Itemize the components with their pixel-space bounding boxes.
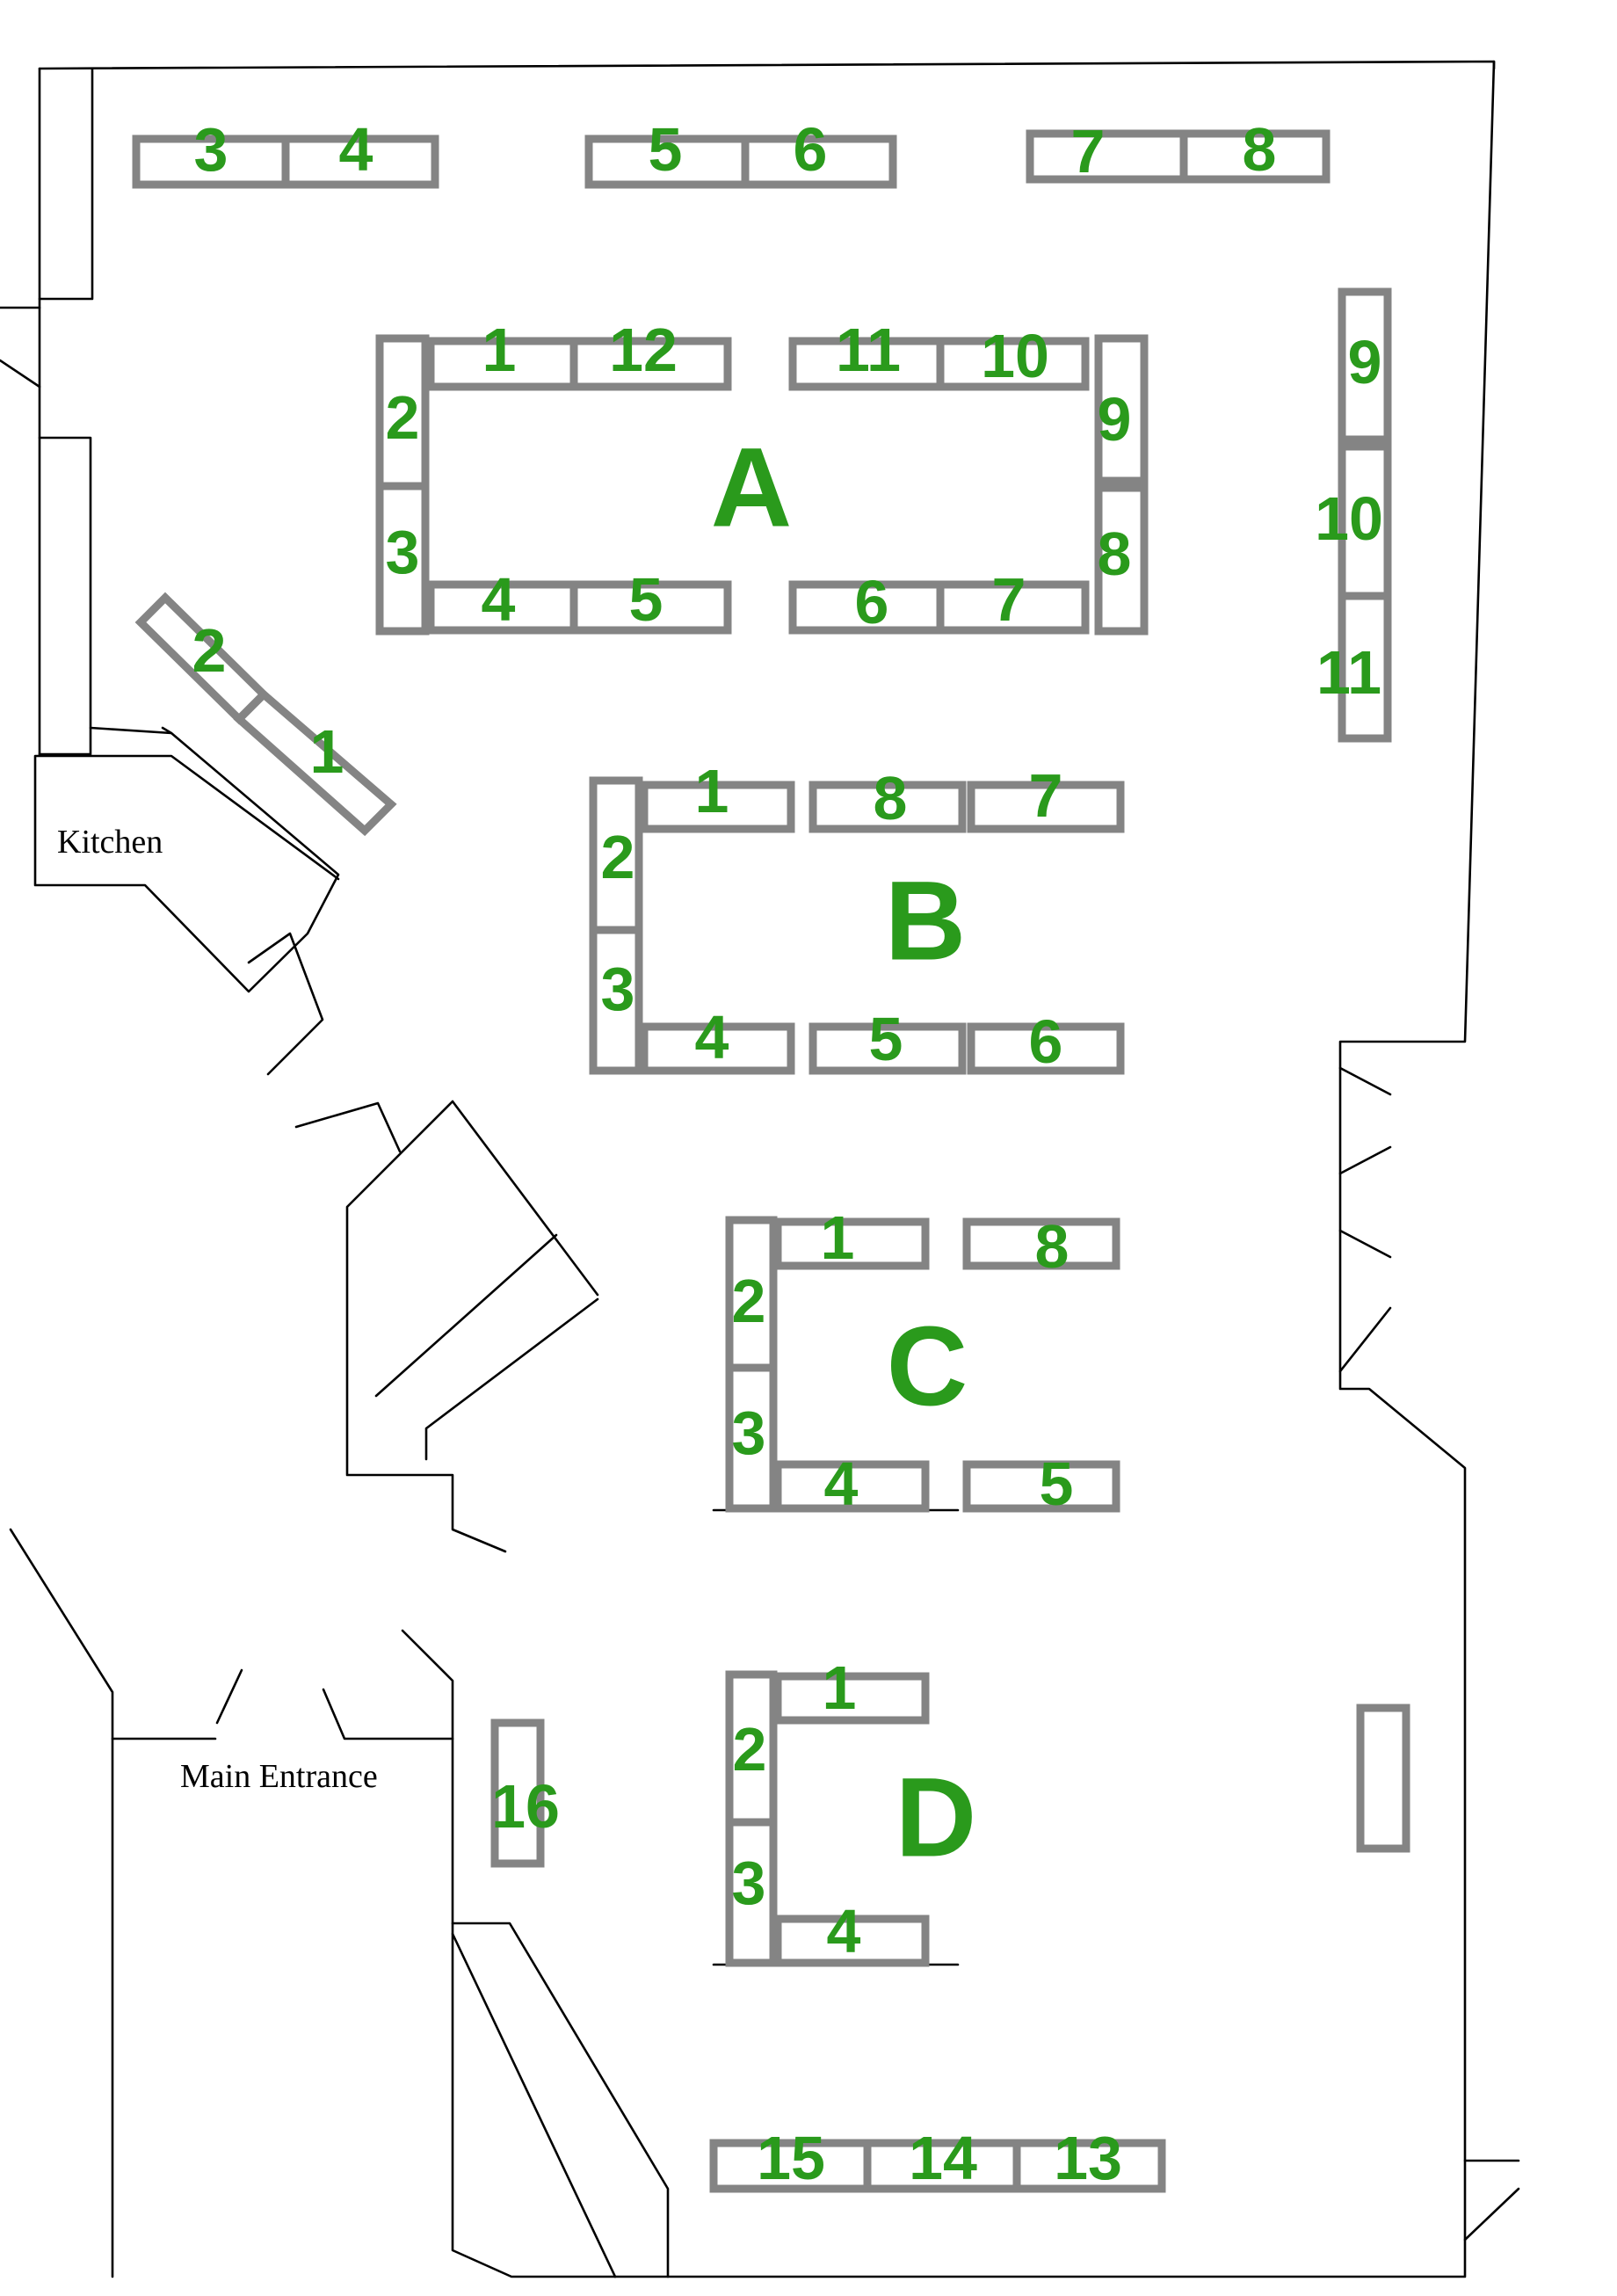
bottom-tables: 15 14 13 16: [490, 1704, 1410, 2193]
table-16[interactable]: [490, 1718, 545, 1868]
table-label-a-1: 1: [482, 316, 517, 384]
table-c-1[interactable]: [773, 1217, 930, 1270]
table-kitchen-1[interactable]: [233, 688, 397, 837]
table-label-c-4: 4: [824, 1450, 859, 1518]
table-top-7[interactable]: [1026, 129, 1188, 184]
table-group-b: 1 8 7 2 3 4 5 6 B: [589, 757, 1125, 1076]
table-b-6[interactable]: [967, 1022, 1125, 1075]
group-label-a: A: [711, 425, 792, 551]
table-label-right-9: 9: [1348, 328, 1382, 396]
table-b-4[interactable]: [640, 1022, 795, 1075]
table-b-3[interactable]: [589, 926, 643, 1075]
table-label-kitchen-2: 2: [192, 616, 227, 685]
main-entrance-label: Main Entrance: [180, 1758, 378, 1795]
table-label-b-6: 6: [1029, 1007, 1063, 1076]
table-label-b-5: 5: [869, 1005, 903, 1073]
table-a-10[interactable]: [936, 337, 1090, 391]
table-label-d-4: 4: [827, 1897, 861, 1965]
table-top-4[interactable]: [281, 134, 439, 189]
table-d-4[interactable]: [773, 1915, 930, 1967]
table-c-8[interactable]: [962, 1217, 1120, 1270]
table-d-1[interactable]: [773, 1672, 930, 1725]
table-b-1[interactable]: [640, 781, 795, 833]
kitchen-label: Kitchen: [57, 824, 163, 861]
table-label-a-9: 9: [1098, 385, 1132, 454]
table-c-4[interactable]: [773, 1460, 930, 1513]
top-row-tables: 3 4 5 6 7 8: [132, 115, 1331, 189]
table-label-top-5: 5: [649, 115, 683, 184]
table-bottom-13[interactable]: [1012, 2139, 1166, 2193]
table-label-c-1: 1: [821, 1203, 855, 1272]
table-group-d: 1 2 3 4 D: [725, 1653, 976, 1967]
table-label-a-2: 2: [386, 383, 420, 452]
table-label-c-5: 5: [1040, 1450, 1074, 1518]
table-label-d-3: 3: [732, 1849, 766, 1917]
table-label-kitchen-1: 1: [310, 717, 344, 786]
table-label-top-6: 6: [794, 115, 828, 184]
table-right-11[interactable]: [1338, 592, 1392, 743]
table-label-a-3: 3: [386, 518, 420, 586]
table-group-c: 1 8 2 3 4 5 C: [725, 1203, 1120, 1518]
table-top-8[interactable]: [1179, 129, 1331, 184]
kitchen-tables: 2 1: [134, 592, 397, 837]
table-label-bottom-13: 13: [1054, 2124, 1122, 2192]
table-label-b-7: 7: [1029, 761, 1063, 830]
table-label-bottom-15: 15: [757, 2124, 825, 2192]
group-label-d: D: [896, 1755, 976, 1881]
walls: [0, 60, 1520, 2278]
table-group-a: 1 12 11 10 2 3 4 5 6 7 9 8 A: [375, 316, 1149, 636]
table-b-8[interactable]: [808, 781, 967, 833]
table-label-b-4: 4: [695, 1003, 729, 1072]
table-label-a-4: 4: [482, 565, 516, 634]
table-label-c-8: 8: [1035, 1212, 1070, 1281]
table-d-3[interactable]: [725, 1818, 778, 1967]
table-unnumbered[interactable]: [1356, 1704, 1410, 1853]
table-c-5[interactable]: [962, 1460, 1120, 1513]
table-label-b-1: 1: [695, 757, 729, 825]
group-label-c: C: [887, 1304, 968, 1430]
table-label-a-10: 10: [981, 322, 1049, 390]
table-label-top-3: 3: [194, 115, 228, 184]
table-label-d-1: 1: [823, 1653, 857, 1722]
table-label-c-3: 3: [732, 1399, 766, 1467]
table-c-3[interactable]: [725, 1363, 778, 1513]
table-label-c-2: 2: [732, 1267, 766, 1335]
table-right-9[interactable]: [1338, 287, 1392, 444]
table-label-b-2: 2: [601, 823, 635, 891]
table-label-b-8: 8: [874, 764, 908, 832]
table-a-8[interactable]: [1094, 483, 1149, 636]
table-b-5[interactable]: [808, 1022, 967, 1075]
table-b-7[interactable]: [967, 781, 1125, 833]
table-label-a-12: 12: [609, 316, 678, 384]
table-label-16: 16: [491, 1772, 560, 1841]
table-label-top-4: 4: [339, 115, 373, 184]
table-label-bottom-14: 14: [909, 2124, 977, 2192]
table-label-right-10: 10: [1315, 484, 1383, 553]
table-a-7[interactable]: [936, 580, 1090, 635]
table-label-a-6: 6: [855, 568, 889, 636]
table-label-b-3: 3: [601, 955, 635, 1023]
table-label-a-7: 7: [992, 565, 1026, 634]
table-label-top-7: 7: [1071, 117, 1106, 185]
table-a-12[interactable]: [569, 337, 732, 391]
table-a-9[interactable]: [1094, 334, 1149, 485]
right-column-tables: 9 10 11: [1315, 287, 1392, 743]
table-label-a-5: 5: [629, 565, 663, 634]
table-label-a-8: 8: [1098, 520, 1132, 588]
table-label-d-2: 2: [733, 1715, 767, 1784]
table-a-3[interactable]: [375, 482, 430, 636]
table-a-5[interactable]: [569, 580, 732, 635]
table-label-top-8: 8: [1243, 115, 1277, 184]
table-label-right-11: 11: [1316, 638, 1381, 707]
group-label-b: B: [885, 859, 966, 985]
table-label-a-11: 11: [836, 316, 901, 384]
table-top-6[interactable]: [741, 134, 897, 189]
